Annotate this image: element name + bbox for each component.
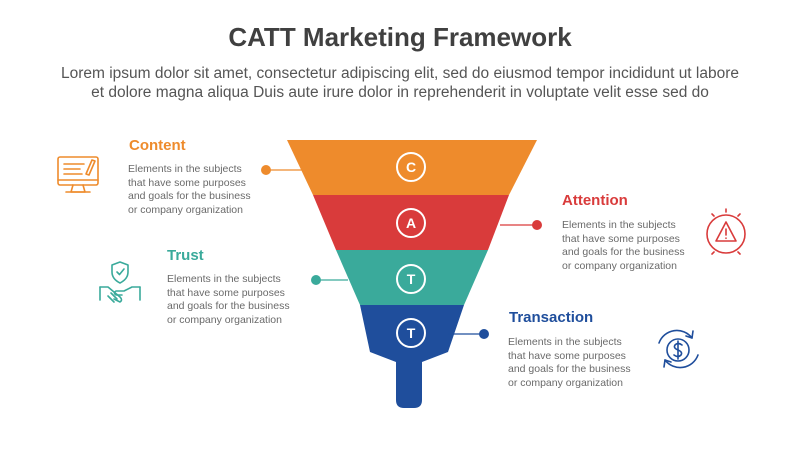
connector-content [261, 165, 302, 175]
stage-body-transaction: Elements in the subjects that have some … [508, 336, 648, 390]
stage-body-transaction-line-3: and goals for the business [508, 363, 631, 375]
stage-body-transaction-line-4: or company organization [508, 376, 623, 389]
stage-body-content-line-3: and goals for the business [128, 190, 251, 202]
stage-badge-t2: T [396, 318, 426, 348]
stage-body-transaction-line-2: that have some purposes [508, 349, 626, 362]
stage-letter-t1: T [407, 271, 416, 287]
connector-trust [311, 275, 348, 285]
stage-body-attention-line-2: that have some purposes [562, 232, 680, 245]
subtitle-line-2: et dolore magna aliqua Duis aute irure d… [91, 84, 709, 101]
stage-heading-transaction: Transaction [509, 309, 594, 326]
stage-heading-attention: Attention [562, 192, 628, 209]
page-title: CATT Marketing Framework [228, 22, 572, 52]
stage-body-attention: Elements in the subjects that have some … [562, 219, 702, 273]
funnel-segment-content [287, 140, 537, 195]
stage-heading-content: Content [129, 137, 186, 154]
stage-body-content-line-4: or company organization [128, 203, 243, 216]
stage-body-attention-line-3: and goals for the business [562, 246, 685, 258]
stage-heading-trust: Trust [167, 247, 204, 264]
page-subtitle: Lorem ipsum dolor sit amet, consectetur … [20, 64, 780, 102]
stage-body-trust-line-4: or company organization [167, 313, 282, 326]
warning-alert-icon [706, 208, 746, 255]
funnel-segment-transaction [360, 305, 464, 408]
stage-letter-c: C [406, 159, 416, 175]
stage-body-trust-line-1: Elements in the subjects [167, 273, 281, 285]
connector-transaction [448, 329, 489, 339]
stage-body-trust-line-2: that have some purposes [167, 286, 285, 299]
stage-letter-t2: T [407, 325, 416, 341]
stage-badge-a: A [396, 208, 426, 238]
stage-badge-t1: T [396, 264, 426, 294]
funnel-segment-trust [336, 250, 488, 305]
stage-body-trust-line-3: and goals for the business [167, 300, 290, 312]
dollar-cycle-icon [658, 329, 699, 369]
stage-body-trust: Elements in the subjects that have some … [167, 273, 307, 327]
stage-body-attention-line-1: Elements in the subjects [562, 219, 676, 231]
funnel-segment-attention [313, 195, 509, 250]
stage-body-transaction-line-1: Elements in the subjects [508, 336, 622, 348]
connector-attention [500, 220, 542, 230]
handshake-shield-icon [99, 261, 141, 303]
stage-letter-a: A [406, 215, 416, 231]
subtitle-line-1: Lorem ipsum dolor sit amet, consectetur … [60, 65, 740, 82]
stage-body-content-line-1: Elements in the subjects [128, 163, 242, 175]
stage-badge-c: C [396, 152, 426, 182]
stage-body-content: Elements in the subjects that have some … [128, 163, 268, 217]
stage-body-content-line-2: that have some purposes [128, 176, 246, 189]
computer-monitor-icon [57, 156, 99, 193]
stage-body-attention-line-4: or company organization [562, 259, 677, 272]
